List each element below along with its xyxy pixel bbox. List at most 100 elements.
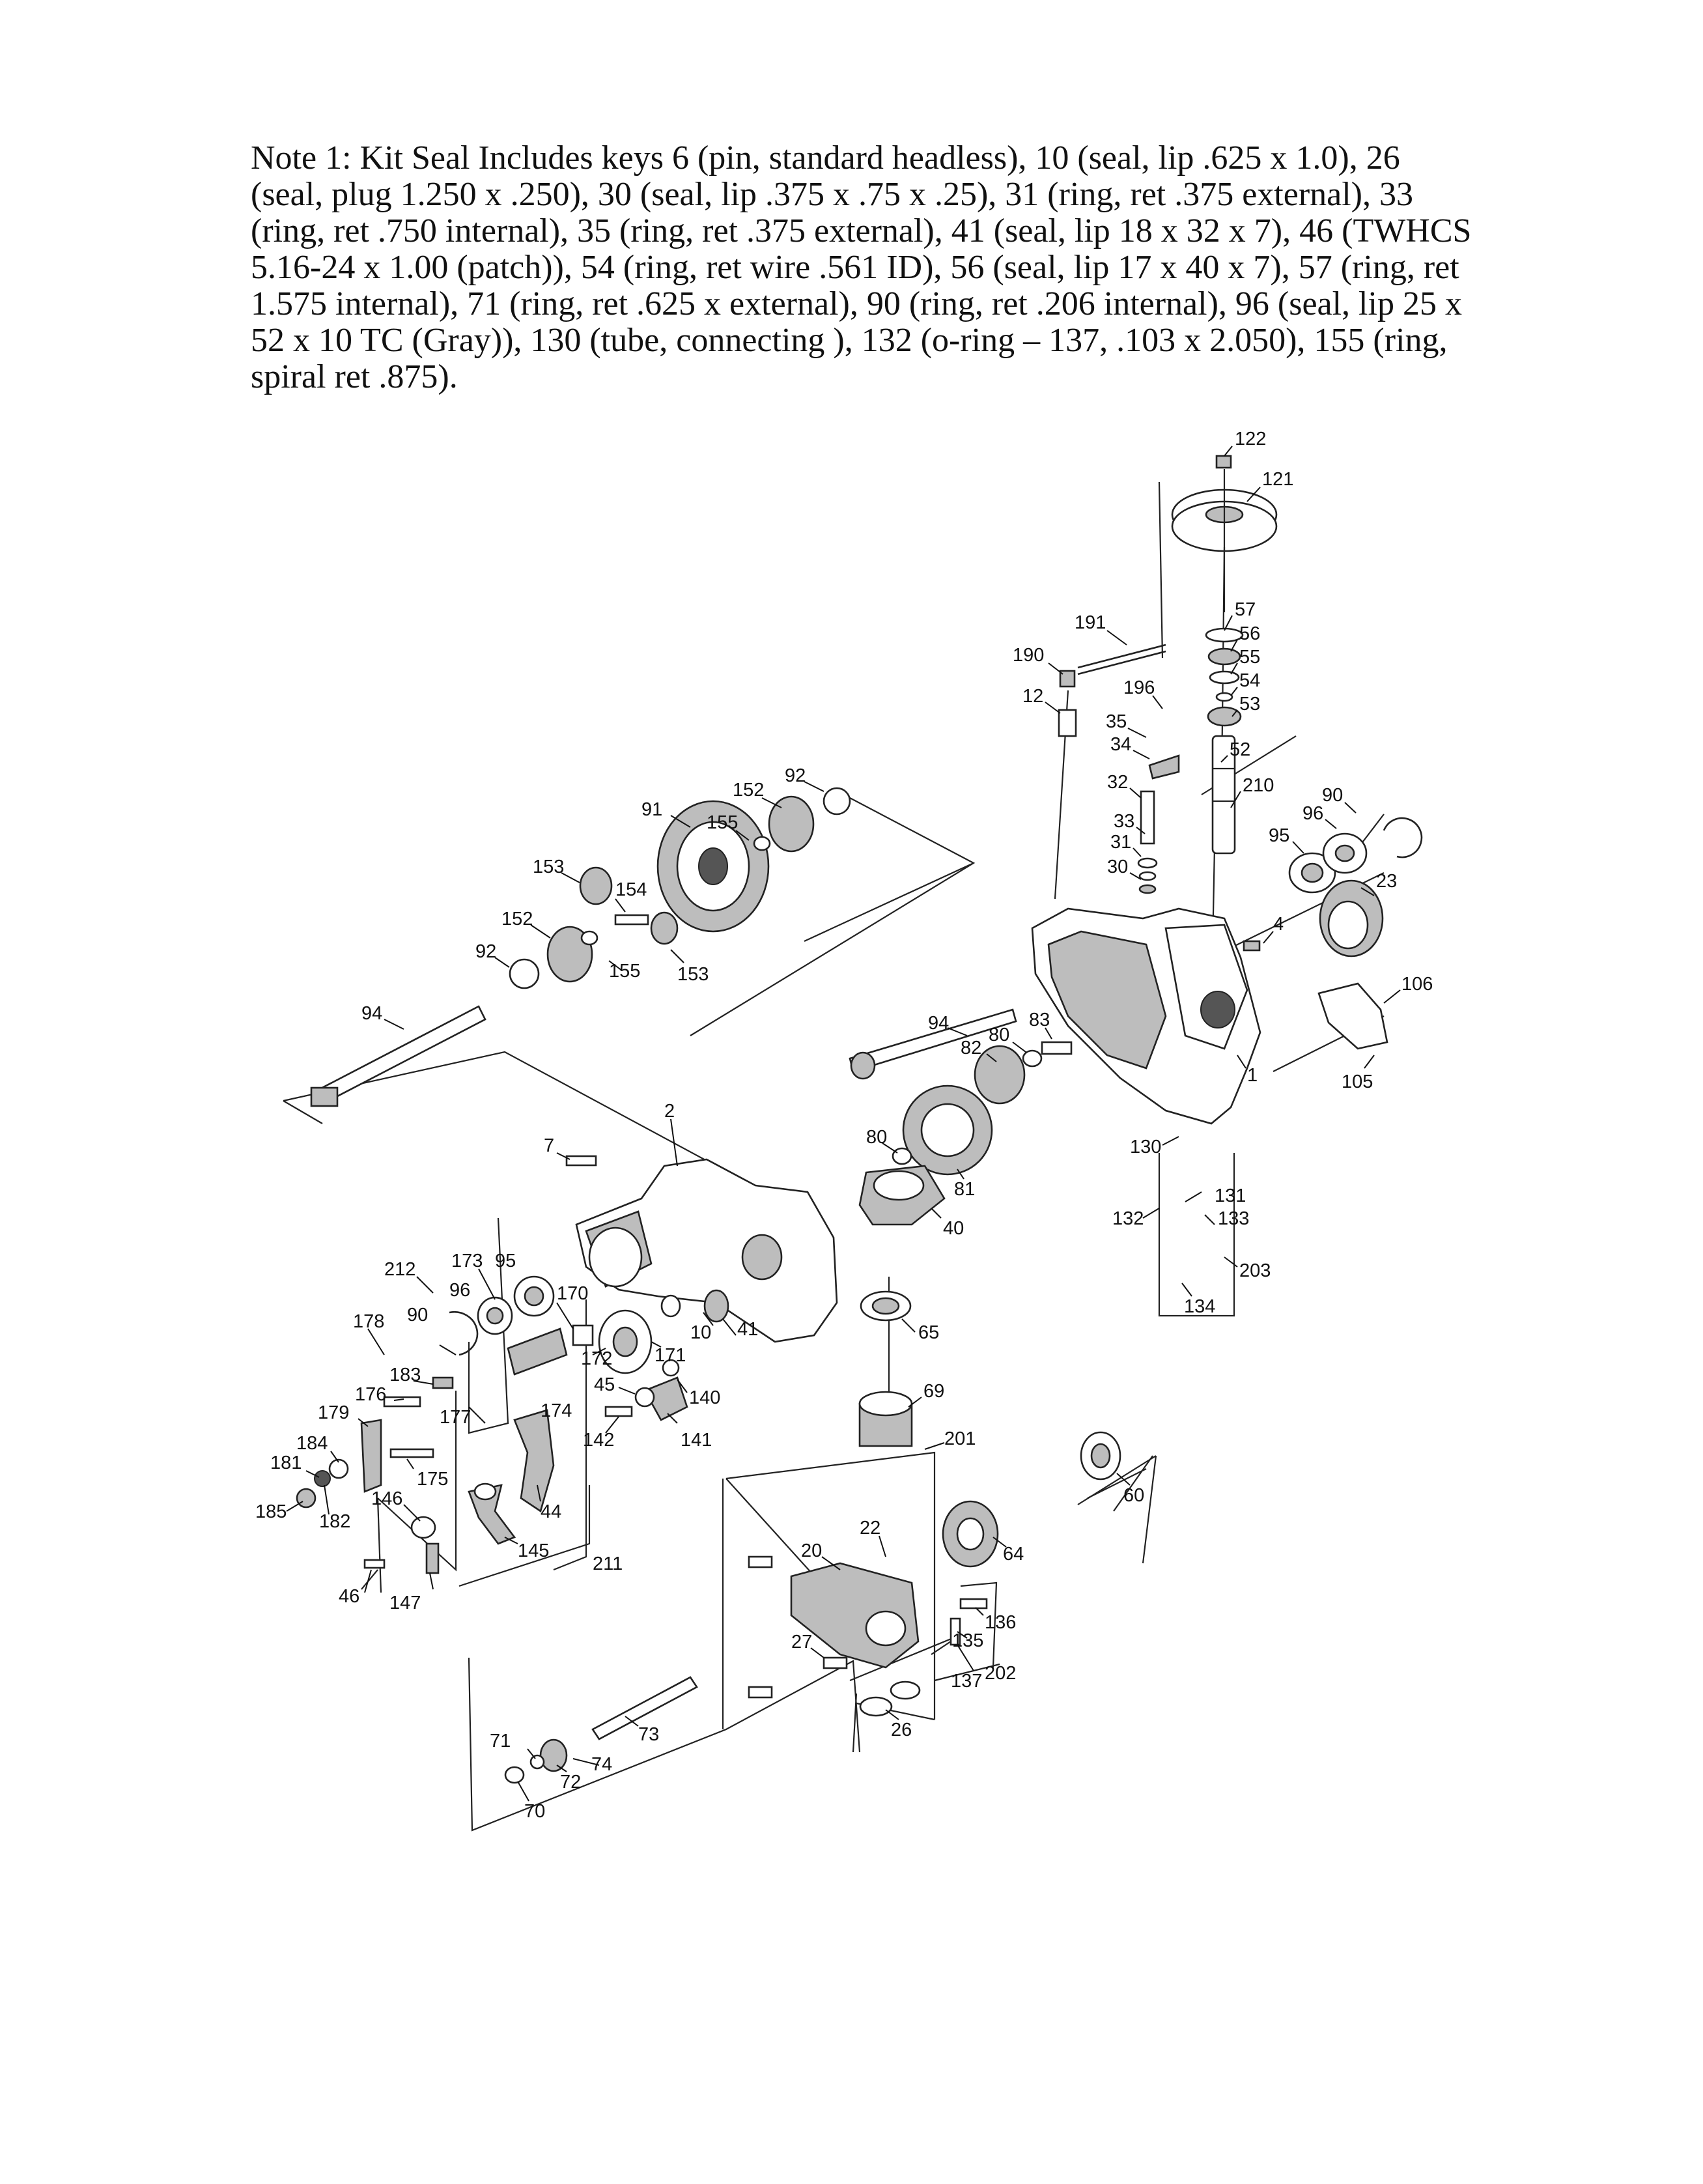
callout-80-left: 80 <box>866 1127 887 1148</box>
callout-176: 176 <box>355 1384 386 1405</box>
callout-177: 177 <box>440 1407 471 1428</box>
callout-140: 140 <box>689 1387 720 1408</box>
callout-95-left: 95 <box>495 1251 516 1271</box>
callout-196: 196 <box>1123 677 1155 698</box>
leader-lines <box>286 446 1401 1802</box>
callout-92-top: 92 <box>785 765 806 786</box>
callout-10: 10 <box>690 1322 711 1343</box>
callout-178: 178 <box>353 1311 384 1332</box>
callout-94-top: 94 <box>361 1003 382 1024</box>
callout-41: 41 <box>737 1319 758 1340</box>
callout-45: 45 <box>594 1374 615 1395</box>
callout-12: 12 <box>1022 686 1043 707</box>
callout-153-top: 153 <box>533 857 564 877</box>
callout-52: 52 <box>1230 739 1250 760</box>
callout-4: 4 <box>1273 914 1284 935</box>
callout-210: 210 <box>1243 775 1274 796</box>
callout-154: 154 <box>615 879 647 900</box>
callout-130: 130 <box>1130 1137 1161 1157</box>
part-drawings <box>296 455 1423 1784</box>
callout-203: 203 <box>1239 1260 1271 1281</box>
callout-145: 145 <box>518 1540 549 1561</box>
callout-92-bottom: 92 <box>475 941 496 962</box>
callout-56: 56 <box>1239 623 1260 644</box>
callout-172: 172 <box>581 1348 612 1369</box>
callout-70: 70 <box>524 1801 545 1822</box>
callout-184: 184 <box>296 1433 328 1454</box>
callout-labels: 122 121 57 56 55 54 53 52 210 191 190 19… <box>255 429 1433 1822</box>
callout-94-bottom: 94 <box>928 1013 949 1034</box>
callout-31: 31 <box>1110 832 1131 853</box>
callout-30: 30 <box>1107 857 1128 877</box>
kit-seal-note: Note 1: Kit Seal Includes keys 6 (pin, s… <box>251 139 1472 395</box>
callout-191: 191 <box>1075 612 1106 633</box>
callout-55: 55 <box>1239 647 1260 668</box>
callout-40: 40 <box>943 1218 964 1239</box>
callout-33: 33 <box>1114 811 1134 832</box>
callout-82: 82 <box>961 1038 981 1058</box>
callout-155-bottom: 155 <box>609 961 640 982</box>
callout-23: 23 <box>1376 871 1397 892</box>
callout-182: 182 <box>319 1511 350 1532</box>
callout-183: 183 <box>389 1365 421 1385</box>
callout-171: 171 <box>654 1345 686 1366</box>
callout-181: 181 <box>270 1453 302 1473</box>
callout-136: 136 <box>985 1612 1016 1633</box>
callout-147: 147 <box>389 1593 421 1613</box>
callout-81: 81 <box>954 1179 975 1200</box>
callout-35: 35 <box>1106 711 1127 732</box>
callout-22: 22 <box>860 1518 880 1539</box>
callout-173: 173 <box>451 1251 483 1271</box>
callout-80-right: 80 <box>989 1025 1009 1045</box>
callout-26: 26 <box>891 1720 912 1740</box>
callout-54: 54 <box>1239 670 1260 691</box>
callout-211: 211 <box>593 1553 623 1574</box>
callout-152-bottom: 152 <box>501 909 533 929</box>
callout-20: 20 <box>801 1540 822 1561</box>
callout-185: 185 <box>255 1501 287 1522</box>
callout-152-top: 152 <box>733 780 764 801</box>
callout-2: 2 <box>664 1101 675 1122</box>
callout-146: 146 <box>371 1488 402 1509</box>
callout-90: 90 <box>1322 785 1343 806</box>
callout-175: 175 <box>417 1469 448 1490</box>
callout-65: 65 <box>918 1322 939 1343</box>
callout-141: 141 <box>681 1430 712 1451</box>
callout-72: 72 <box>560 1772 581 1793</box>
callout-133: 133 <box>1218 1208 1249 1229</box>
callout-69: 69 <box>923 1381 944 1402</box>
callout-53: 53 <box>1239 694 1260 715</box>
callout-71: 71 <box>490 1731 511 1751</box>
callout-7: 7 <box>544 1135 554 1156</box>
callout-174: 174 <box>541 1400 572 1421</box>
callout-96-left: 96 <box>449 1280 470 1301</box>
callout-202: 202 <box>985 1663 1016 1684</box>
callout-121: 121 <box>1262 469 1293 490</box>
callout-60: 60 <box>1123 1485 1144 1506</box>
callout-153-bottom: 153 <box>677 964 709 985</box>
callout-190: 190 <box>1013 645 1044 666</box>
callout-27: 27 <box>791 1632 812 1652</box>
callout-134: 134 <box>1184 1296 1215 1317</box>
callout-122: 122 <box>1235 429 1266 449</box>
callout-170: 170 <box>557 1283 588 1304</box>
callout-212: 212 <box>384 1259 415 1280</box>
callout-131: 131 <box>1215 1185 1246 1206</box>
callout-73: 73 <box>638 1724 659 1745</box>
callout-137: 137 <box>951 1671 982 1692</box>
callout-1: 1 <box>1247 1065 1258 1086</box>
callout-44: 44 <box>541 1501 561 1522</box>
callout-96: 96 <box>1302 803 1323 824</box>
callout-135: 135 <box>952 1630 983 1651</box>
callout-91: 91 <box>641 799 662 820</box>
callout-57: 57 <box>1235 599 1256 620</box>
callout-132: 132 <box>1112 1208 1144 1229</box>
callout-105: 105 <box>1342 1071 1373 1092</box>
callout-106: 106 <box>1401 974 1433 995</box>
callout-34: 34 <box>1110 734 1131 755</box>
callout-46: 46 <box>339 1586 359 1607</box>
callout-179: 179 <box>318 1402 349 1423</box>
callout-95: 95 <box>1269 825 1289 846</box>
callout-74: 74 <box>591 1754 612 1775</box>
